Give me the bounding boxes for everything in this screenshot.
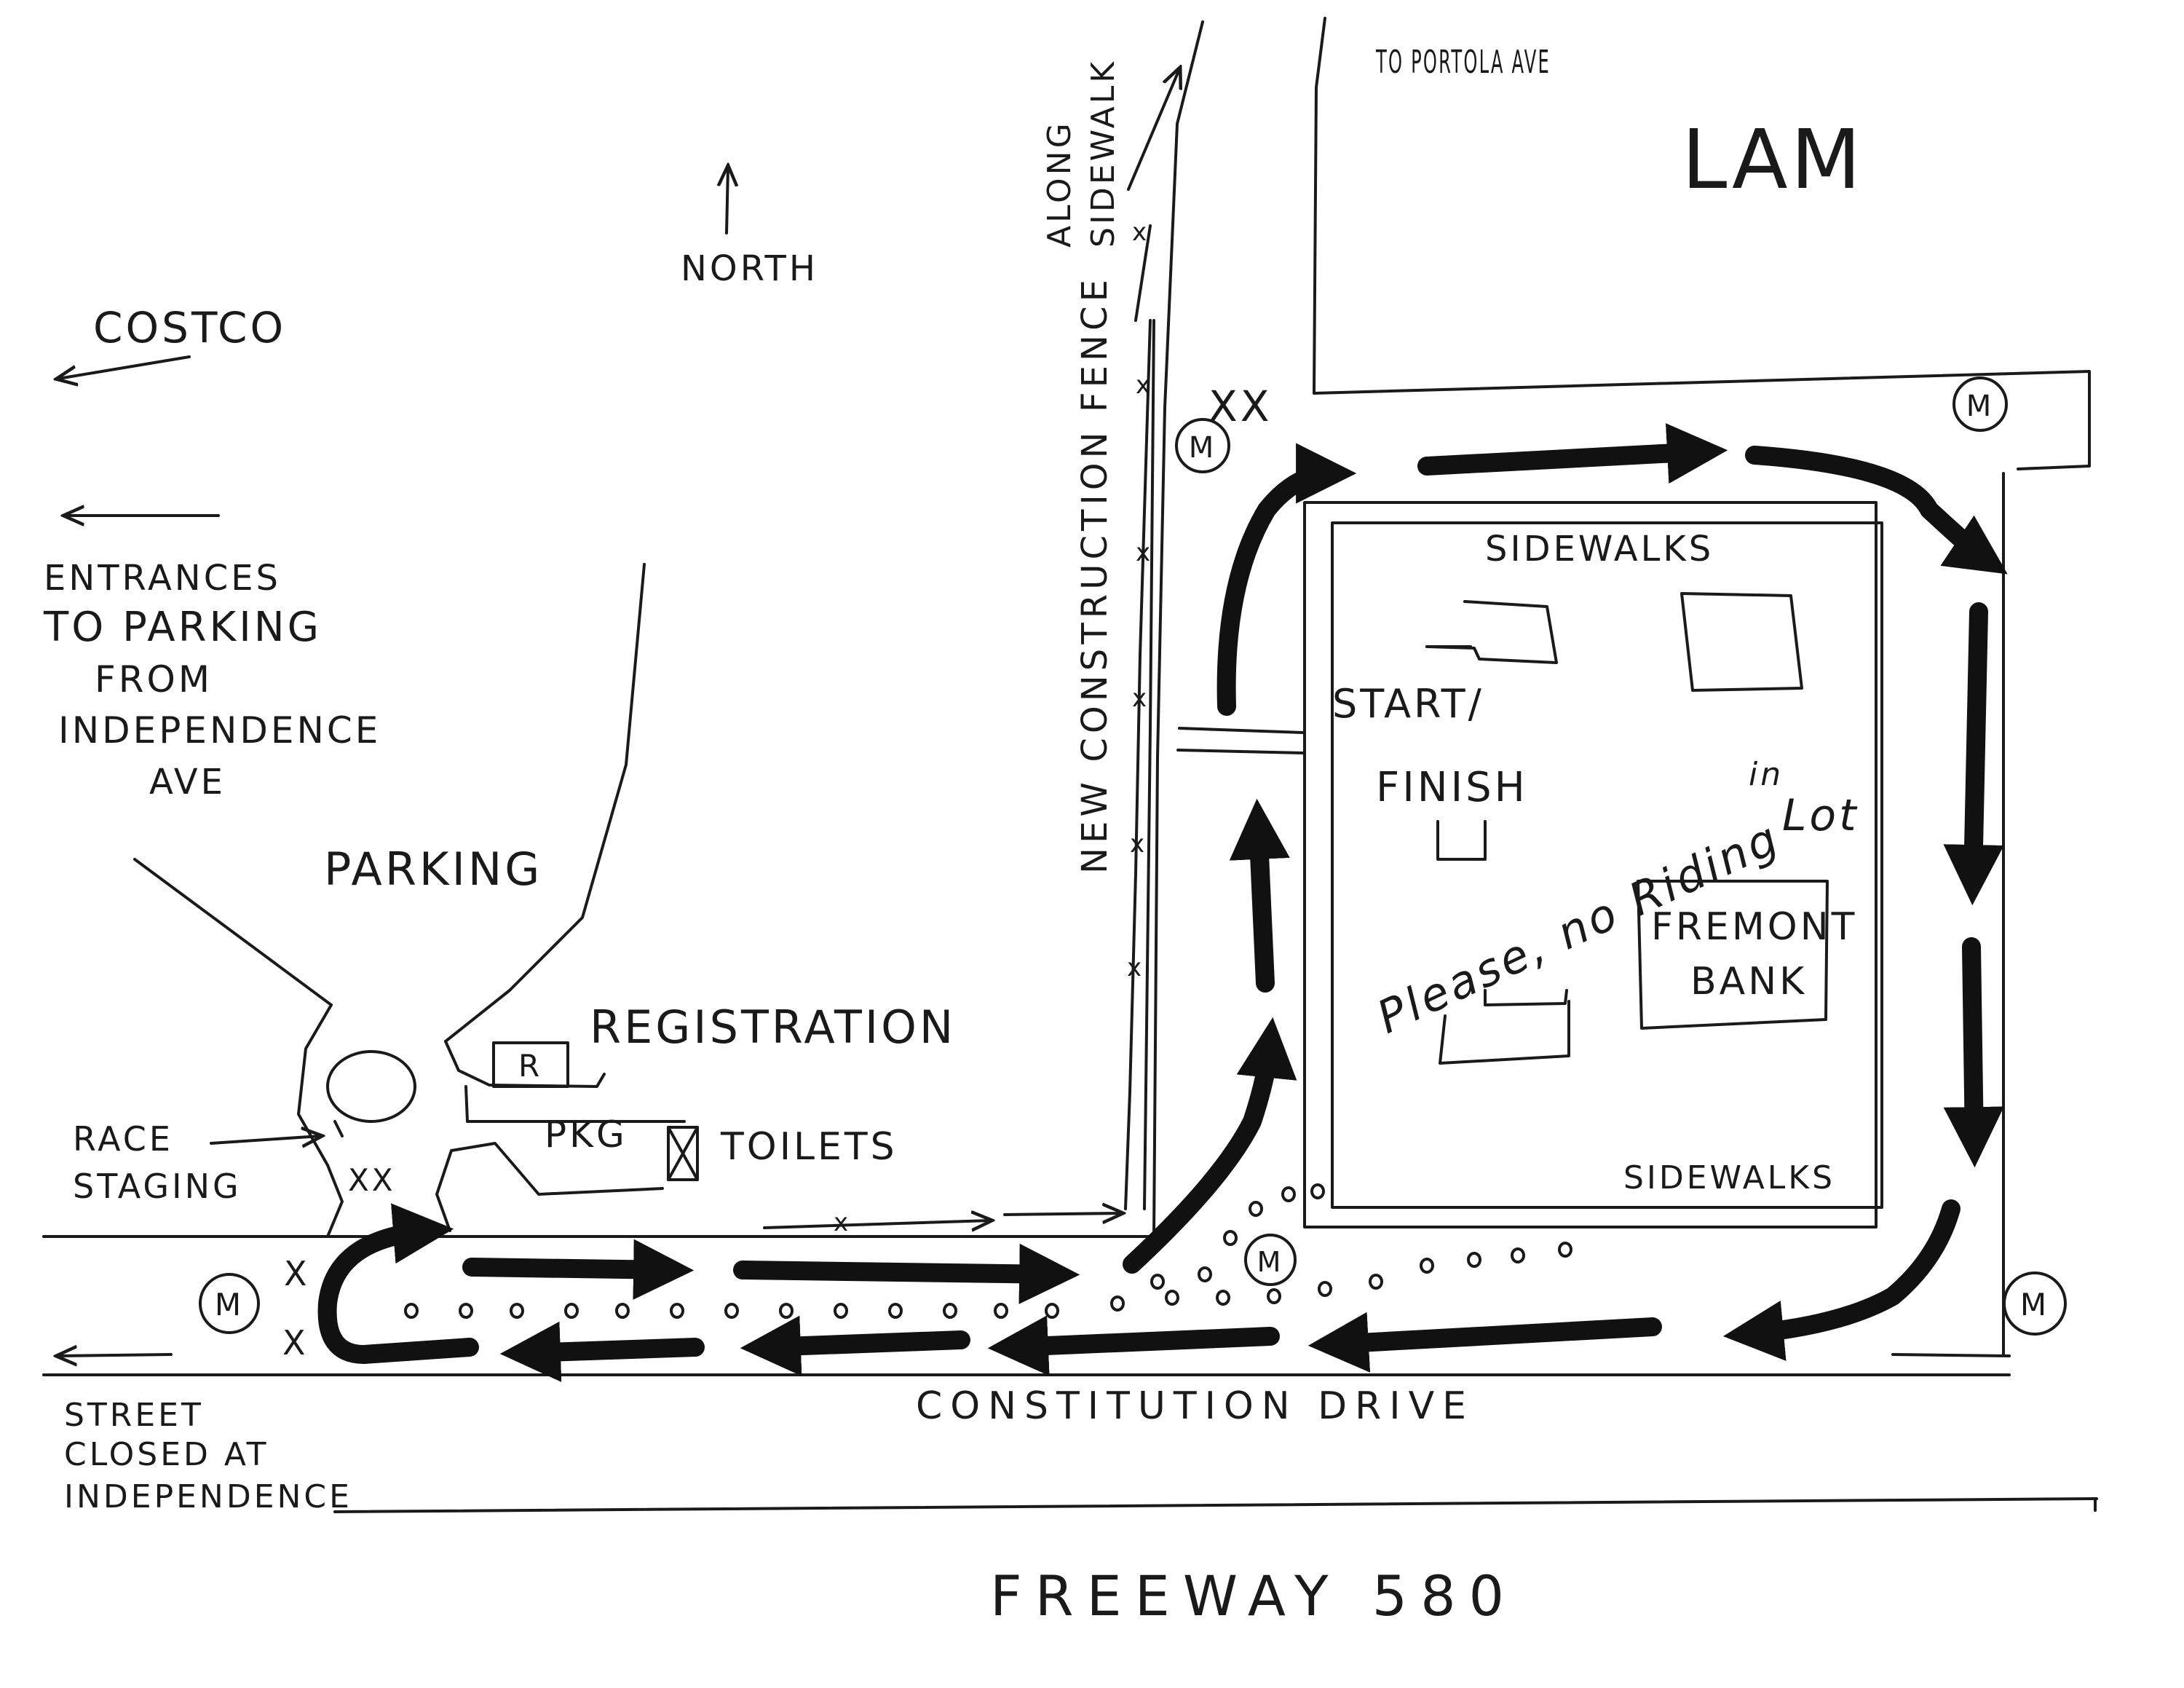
marshal-marker-nw: M <box>1175 418 1230 473</box>
svg-text:ALONG: ALONG <box>1041 120 1078 248</box>
registration-marker-box <box>492 1041 569 1088</box>
svg-text:M: M <box>215 1287 244 1322</box>
parking-lot <box>133 563 699 1238</box>
svg-text:FROM: FROM <box>95 658 213 701</box>
svg-text:START/: START/ <box>1332 681 1484 727</box>
svg-text:x: x <box>1130 829 1147 859</box>
to-portola-label: TO PORTOLA AVE <box>1375 44 1551 81</box>
sidewalks-bottom-label: SIDEWALKS <box>1623 1159 1835 1196</box>
svg-text:M: M <box>2020 1287 2049 1322</box>
parking-label: PARKING <box>324 843 542 896</box>
costco-arrow-icon <box>58 355 191 379</box>
svg-text:Lot: Lot <box>1782 790 1859 841</box>
fremont-bank-building <box>1637 880 1829 1030</box>
svg-text:RACE: RACE <box>73 1119 173 1159</box>
svg-text:X: X <box>284 1254 310 1293</box>
north-label: NORTH <box>681 248 818 289</box>
svg-text:XX: XX <box>348 1162 396 1198</box>
svg-text:x: x <box>834 1208 851 1237</box>
marshal-marker-ne: M <box>1952 376 2008 432</box>
race-route <box>317 423 2008 1382</box>
toilets-label: TOILETS <box>720 1125 898 1169</box>
north-arrow-icon <box>727 167 728 234</box>
svg-text:x: x <box>1136 371 1153 400</box>
constitution-drive-label: CONSTITUTION DRIVE <box>916 1384 1469 1428</box>
race-staging-arrow-icon <box>210 1136 320 1143</box>
svg-text:x: x <box>1127 953 1144 982</box>
svg-text:x: x <box>1136 538 1153 567</box>
svg-text:M: M <box>1257 1246 1284 1278</box>
svg-text:XX: XX <box>1208 382 1272 431</box>
along-sidewalk-label: ALONG SIDEWALK <box>1041 59 1122 248</box>
costco-label: COSTCO <box>93 303 286 352</box>
svg-text:X: X <box>282 1323 309 1362</box>
svg-text:CLOSED AT: CLOSED AT <box>64 1436 269 1473</box>
svg-text:TO PORTOLA AVE: TO PORTOLA AVE <box>1375 44 1551 81</box>
lot-buildings <box>1425 592 1829 1065</box>
sidewalks-top-label: SIDEWALKS <box>1485 529 1714 569</box>
lam-label: LAM <box>1682 113 1864 208</box>
race-staging-label: RACE STAGING <box>73 1119 242 1206</box>
entrances-label: ENTRANCES TO PARKING FROM INDEPENDENCE A… <box>43 558 381 802</box>
staging-x-marks: XX X X XX <box>282 382 1272 1362</box>
street-closed-arrow-icon <box>58 1354 173 1356</box>
toilets-box <box>667 1126 699 1181</box>
construction-fence <box>763 69 1179 1228</box>
svg-text:BANK: BANK <box>1690 960 1807 1003</box>
cone-markers <box>404 1183 1572 1319</box>
lot-entrance <box>1176 727 1305 754</box>
street-closed-label: STREET CLOSED AT INDEPENDENCE <box>64 1397 352 1515</box>
fremont-bank-label: FREMONT BANK <box>1651 905 1857 1003</box>
svg-text:FINISH: FINISH <box>1376 764 1528 811</box>
bank-lot-outer <box>1303 501 1878 1228</box>
start-finish-label: START/ FINISH <box>1332 681 1528 811</box>
fence-x-marks: x x x x x x x <box>834 218 1153 1237</box>
roundabout <box>326 1050 416 1123</box>
freeway-label: FREEWAY 580 <box>990 1563 1507 1628</box>
svg-text:STREET: STREET <box>64 1397 204 1434</box>
registration-label: REGISTRATION <box>590 1001 956 1054</box>
svg-text:FREMONT: FREMONT <box>1651 905 1857 949</box>
marshal-marker-sw: M <box>199 1273 260 1334</box>
svg-text:x: x <box>1132 684 1150 713</box>
portola-access-road <box>1152 17 2091 1356</box>
svg-text:ENTRANCES: ENTRANCES <box>44 558 281 599</box>
bank-lot-inner <box>1331 521 1883 1209</box>
svg-text:AVE: AVE <box>149 762 226 802</box>
svg-text:in: in <box>1749 756 1784 793</box>
svg-text:STAGING: STAGING <box>73 1167 242 1206</box>
svg-text:x: x <box>1132 218 1150 247</box>
registration-marker-letter: R <box>518 1048 542 1084</box>
marshal-marker-se: M <box>2003 1271 2067 1336</box>
marshal-marker-center: M <box>1244 1234 1297 1286</box>
direction-arrows <box>58 167 728 1356</box>
fence-label: NEW CONSTRUCTION FENCE <box>1075 277 1115 874</box>
svg-text:M: M <box>1189 431 1217 465</box>
svg-text:SIDEWALK: SIDEWALK <box>1085 59 1122 248</box>
svg-text:TO PARKING: TO PARKING <box>43 604 322 651</box>
pkg-label: PKG <box>545 1113 628 1156</box>
svg-text:M: M <box>1966 390 1995 423</box>
freeway-580-edge <box>333 1497 2098 1513</box>
svg-text:INDEPENDENCE: INDEPENDENCE <box>58 709 381 752</box>
svg-text:INDEPENDENCE: INDEPENDENCE <box>64 1478 352 1515</box>
